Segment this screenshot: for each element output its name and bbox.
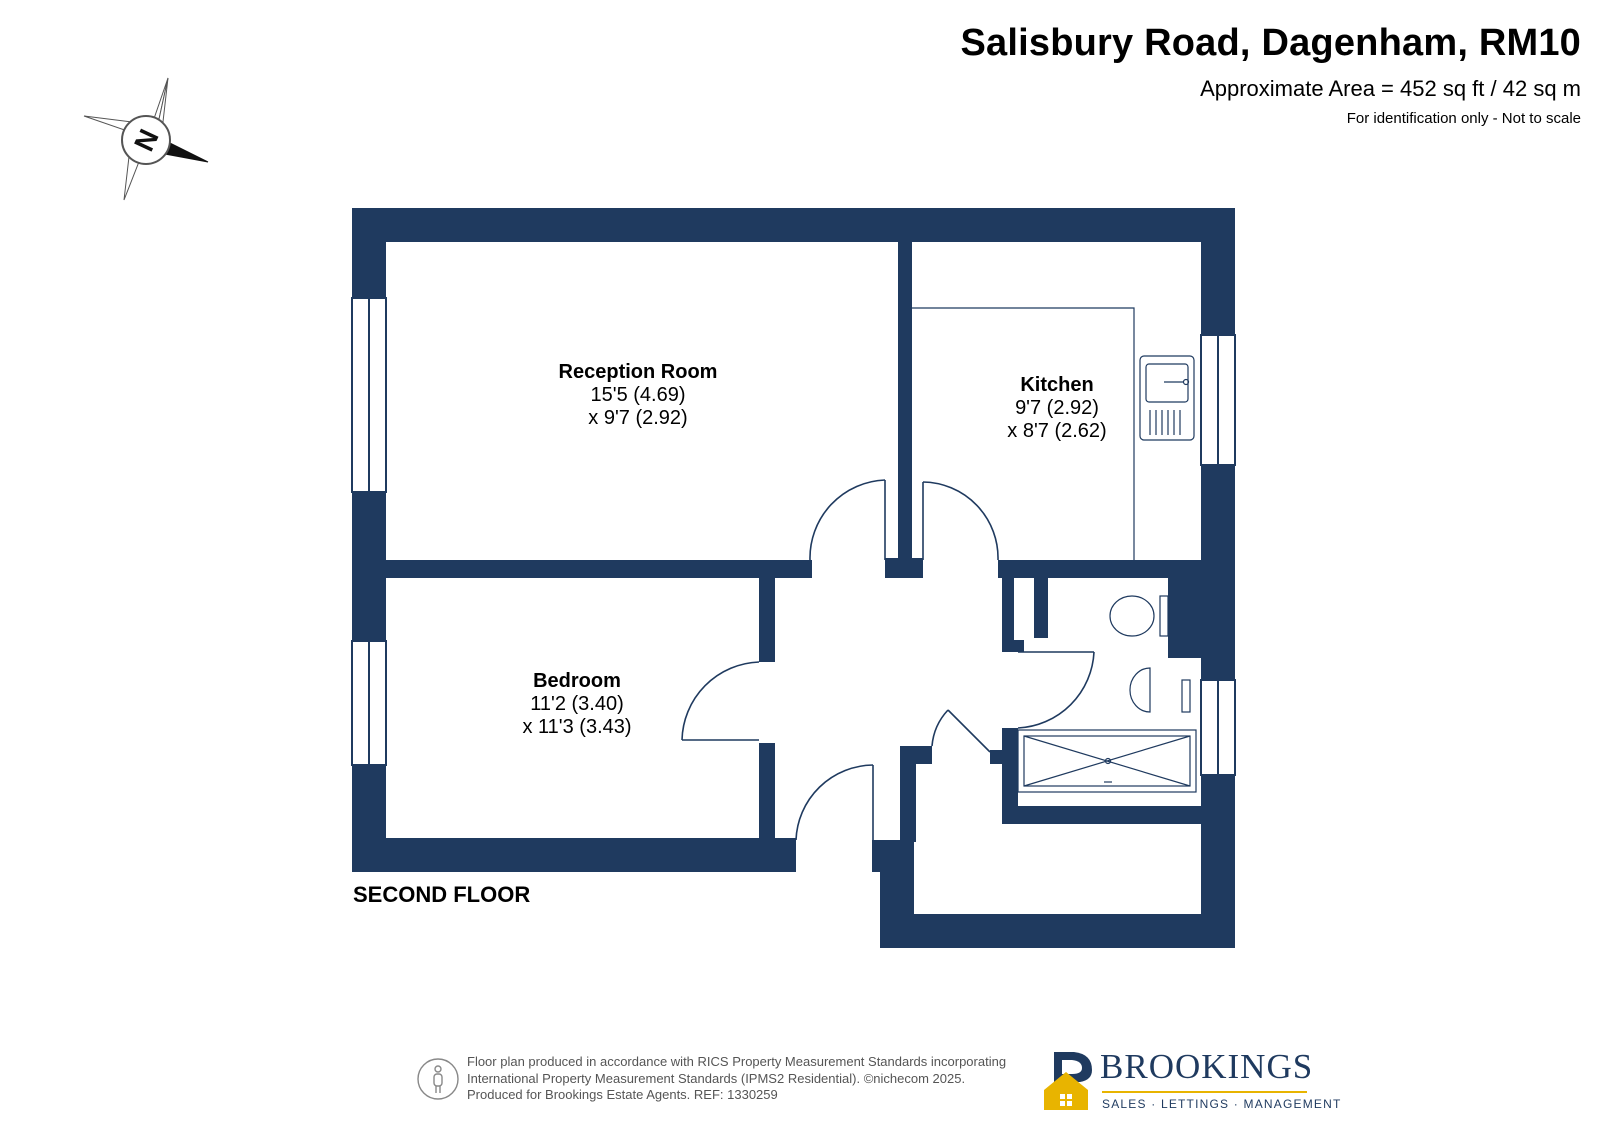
room-bedroom: Bedroom 11'2 (3.40) x 11'3 (3.43) xyxy=(497,670,657,739)
room-reception-dim2: x 9'7 (2.92) xyxy=(588,407,688,429)
bathroom-fixtures xyxy=(1017,595,1197,793)
room-reception: Reception Room 15'5 (4.69) x 9'7 (2.92) xyxy=(538,361,738,430)
room-reception-dim1: 15'5 (4.69) xyxy=(590,384,686,406)
room-bedroom-dim2: x 11'3 (3.43) xyxy=(522,716,632,738)
scale-disclaimer: For identification only - Not to scale xyxy=(1346,110,1581,127)
doors xyxy=(681,479,1095,841)
room-kitchen: Kitchen 9'7 (2.92) x 8'7 (2.62) xyxy=(977,374,1137,443)
footer-disclaimer: Floor plan produced in accordance with R… xyxy=(467,1054,1006,1104)
brand-divider xyxy=(1102,1091,1307,1093)
room-bedroom-name: Bedroom xyxy=(533,670,621,692)
brand-name: BROOKINGS xyxy=(1100,1047,1314,1086)
footer-line-2: International Property Measurement Stand… xyxy=(467,1070,966,1086)
kitchen-worktop xyxy=(912,307,1195,560)
room-kitchen-name: Kitchen xyxy=(1020,374,1094,396)
room-reception-name: Reception Room xyxy=(558,361,718,383)
room-kitchen-dim2: x 8'7 (2.62) xyxy=(1007,420,1107,442)
room-bedroom-dim1: 11'2 (3.40) xyxy=(530,693,624,715)
brand-tagline: SALES · LETTINGS · MANAGEMENT xyxy=(1102,1097,1342,1111)
person-icon xyxy=(417,1058,459,1100)
floor-label: SECOND FLOOR xyxy=(353,882,531,907)
approximate-area: Approximate Area = 452 sq ft / 42 sq m xyxy=(1200,76,1581,101)
compass-icon: N xyxy=(83,77,209,201)
footer-line-3: Produced for Brookings Estate Agents. RE… xyxy=(467,1087,778,1102)
brookings-logo-icon xyxy=(1044,1052,1092,1110)
footer-line-1: Floor plan produced in accordance with R… xyxy=(467,1054,1007,1069)
room-kitchen-dim1: 9'7 (2.92) xyxy=(1015,397,1099,419)
plan-title: Salisbury Road, Dagenham, RM10 xyxy=(960,22,1581,64)
windows xyxy=(351,297,1236,776)
walls xyxy=(352,208,1235,948)
